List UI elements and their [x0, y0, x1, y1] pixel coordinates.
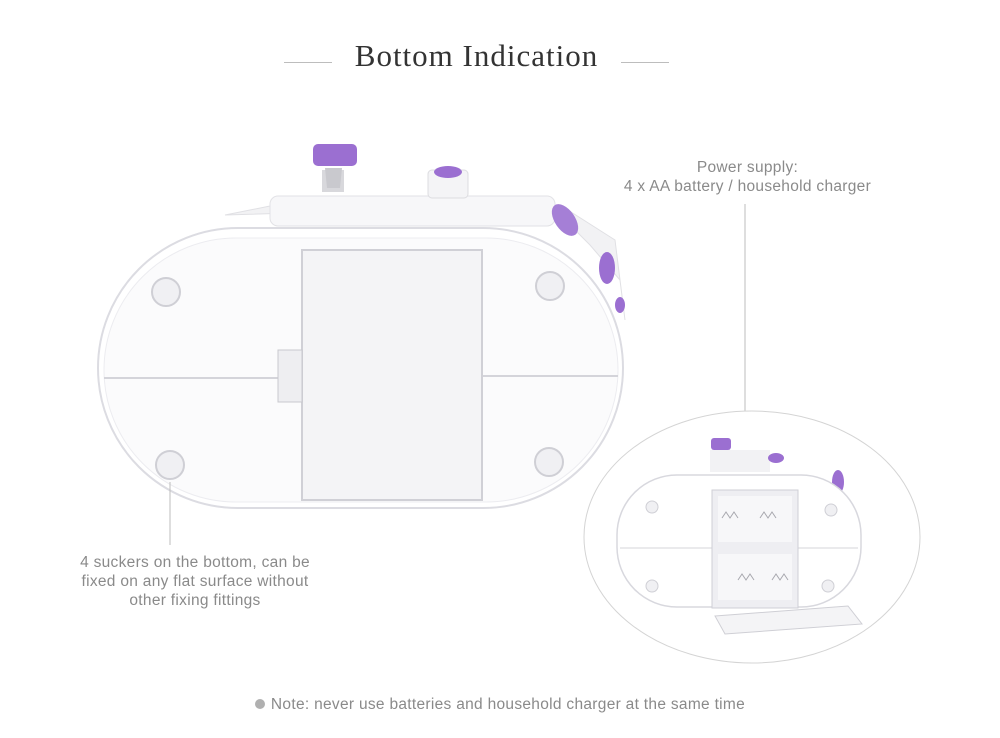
note-bullet-icon — [254, 699, 265, 709]
suckers-callout-line-2: fixed on any flat surface without — [81, 573, 309, 590]
title-bar: Bottom Indication — [0, 38, 1000, 82]
suckers-callout-line-1: 4 suckers on the bottom, can be — [80, 554, 310, 571]
battery-compartment-inset — [583, 410, 921, 664]
page-title: Bottom Indication — [354, 38, 599, 73]
suckers-callout-line-3: other fixing fittings — [129, 592, 261, 609]
suckers-callout: 4 suckers on the bottom, can be fixed on… — [40, 553, 350, 610]
thread-knob-icon — [313, 144, 357, 166]
title-rule-left — [284, 62, 332, 63]
title-rule-right — [621, 62, 669, 63]
note-text: Note: never use batteries and household … — [270, 696, 746, 713]
note-line: Note: never use batteries and household … — [0, 696, 1000, 714]
power-callout-line-1: Power supply: — [696, 159, 799, 176]
machine-bottom-view — [97, 144, 626, 509]
power-callout-line-2: 4 x AA battery / household charger — [623, 178, 872, 195]
power-supply-callout: Power supply: 4 x AA battery / household… — [590, 158, 905, 196]
